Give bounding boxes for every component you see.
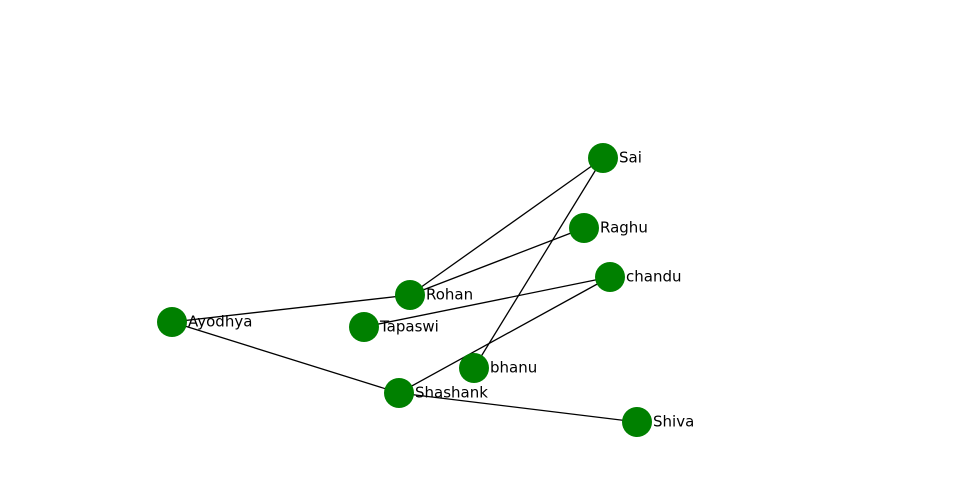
node-circle-raghu (569, 213, 599, 243)
edge-rohan-sai (409, 157, 604, 296)
node-label-sai: Sai (619, 149, 642, 167)
node-sai: Sai (588, 143, 642, 173)
edge-rohan-raghu (409, 227, 585, 296)
node-label-ayodhya: Ayodhya (188, 313, 252, 331)
node-label-bhanu: bhanu (490, 359, 537, 377)
node-rohan: Rohan (395, 280, 473, 310)
node-circle-tapaswi (349, 312, 379, 342)
node-shiva: Shiva (622, 407, 694, 437)
edge-ayodhya-shashank (171, 321, 400, 394)
edge-shashank-chandu (398, 276, 611, 394)
node-label-raghu: Raghu (600, 219, 648, 237)
node-label-shashank: Shashank (415, 384, 488, 402)
node-raghu: Raghu (569, 213, 648, 243)
node-label-tapaswi: Tapaswi (379, 318, 439, 336)
node-ayodhya: Ayodhya (157, 307, 252, 337)
node-label-rohan: Rohan (426, 286, 473, 304)
node-shashank: Shashank (384, 378, 488, 408)
edge-shashank-shiva (398, 392, 638, 423)
edge-ayodhya-rohan (171, 294, 411, 323)
node-label-shiva: Shiva (653, 413, 694, 431)
node-bhanu: bhanu (459, 353, 537, 383)
node-circle-rohan (395, 280, 425, 310)
node-circle-ayodhya (157, 307, 187, 337)
node-tapaswi: Tapaswi (349, 312, 439, 342)
edges-layer (171, 157, 638, 423)
edge-tapaswi-chandu (363, 276, 611, 328)
node-circle-shashank (384, 378, 414, 408)
node-circle-shiva (622, 407, 652, 437)
node-circle-sai (588, 143, 618, 173)
edge-sai-bhanu (473, 157, 604, 369)
node-circle-chandu (595, 262, 625, 292)
node-label-chandu: chandu (626, 268, 681, 286)
node-circle-bhanu (459, 353, 489, 383)
node-chandu: chandu (595, 262, 681, 292)
